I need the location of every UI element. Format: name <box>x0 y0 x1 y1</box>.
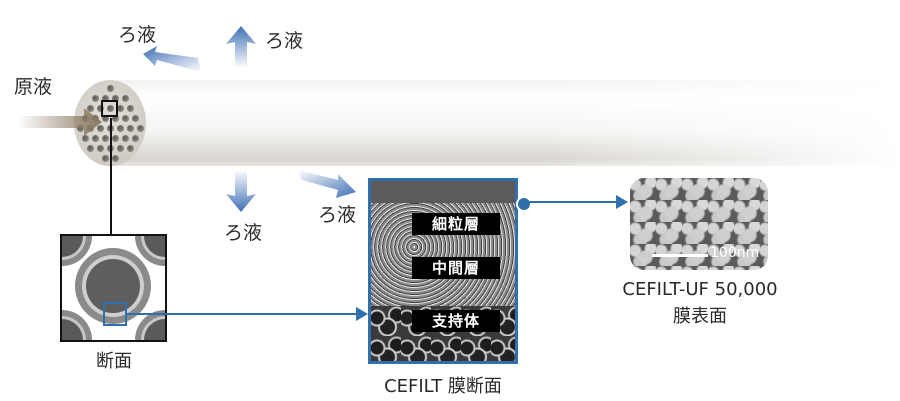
surface-caption-line2: 膜表面 <box>673 306 727 327</box>
layer-tag-intermediate: 中間層 <box>412 257 500 279</box>
filtrate-arrow-up-icon <box>226 26 256 68</box>
feed-label: 原液 <box>14 76 53 98</box>
channel-hole <box>102 95 109 102</box>
channel-hole <box>77 125 84 132</box>
channel-hole <box>137 125 144 132</box>
filtrate-label-2: ろ液 <box>265 30 304 52</box>
channel-hole <box>117 125 124 132</box>
channel-hole <box>122 115 129 122</box>
channel-hole <box>132 115 139 122</box>
membrane-surface-image: 100nm <box>630 178 768 270</box>
channel-hole <box>117 145 124 152</box>
channel-hole <box>82 135 89 142</box>
channel-hole <box>87 105 94 112</box>
channel-hole <box>102 155 109 162</box>
channel-hole <box>127 105 134 112</box>
filtrate-label-1: ろ液 <box>118 24 157 46</box>
channel-hole <box>122 135 129 142</box>
channel-hole <box>97 125 104 132</box>
scale-bar <box>652 254 708 257</box>
layer-tag-support: 支持体 <box>412 310 500 332</box>
filtrate-arrow-down-icon <box>226 170 256 212</box>
connector-line-vertical <box>110 118 112 236</box>
connector-line-blue <box>125 313 361 315</box>
channel-hole <box>112 135 119 142</box>
surface-caption-line1: CEFILT-UF 50,000 <box>622 279 778 300</box>
filtrate-arrow-down-right-icon <box>298 170 356 198</box>
channel-hole <box>127 125 134 132</box>
channel-hole <box>107 105 114 112</box>
ceramic-membrane-tube <box>104 80 900 166</box>
arrowhead-right-icon <box>356 307 368 321</box>
cross-section-image <box>60 234 167 342</box>
filtrate-arrow-up-left-icon <box>143 46 201 72</box>
channel-hole <box>122 95 129 102</box>
surface-marker-dot <box>516 196 532 212</box>
filtrate-label-4: ろ液 <box>318 204 357 226</box>
channel-hole <box>97 105 104 112</box>
channel-hole <box>112 115 119 122</box>
channel-hole <box>97 145 104 152</box>
channel-hole <box>107 85 114 92</box>
layer-tag-fine: 細粒層 <box>412 213 500 235</box>
channel-hole <box>87 145 94 152</box>
cross-section-label: 断面 <box>96 351 132 372</box>
channel-hole <box>117 105 124 112</box>
membrane-cross-section-caption: CEFILT 膜断面 <box>384 376 502 397</box>
arrowhead-right-icon <box>616 195 628 209</box>
channel-hole <box>132 135 139 142</box>
channel-hole <box>92 95 99 102</box>
channel-hole <box>112 95 119 102</box>
channel-hole <box>92 135 99 142</box>
channel-hole <box>127 145 134 152</box>
channel-hole <box>102 115 109 122</box>
connector-line-surface <box>528 201 620 203</box>
channel-selection-box <box>101 100 118 117</box>
feed-arrow-icon <box>18 108 102 136</box>
channel-hole <box>102 135 109 142</box>
scale-bar-label: 100nm <box>710 245 760 261</box>
membrane-cross-section-image: 細粒層 中間層 支持体 <box>368 178 518 364</box>
filtrate-label-3: ろ液 <box>224 222 263 244</box>
channel-hole <box>112 155 119 162</box>
